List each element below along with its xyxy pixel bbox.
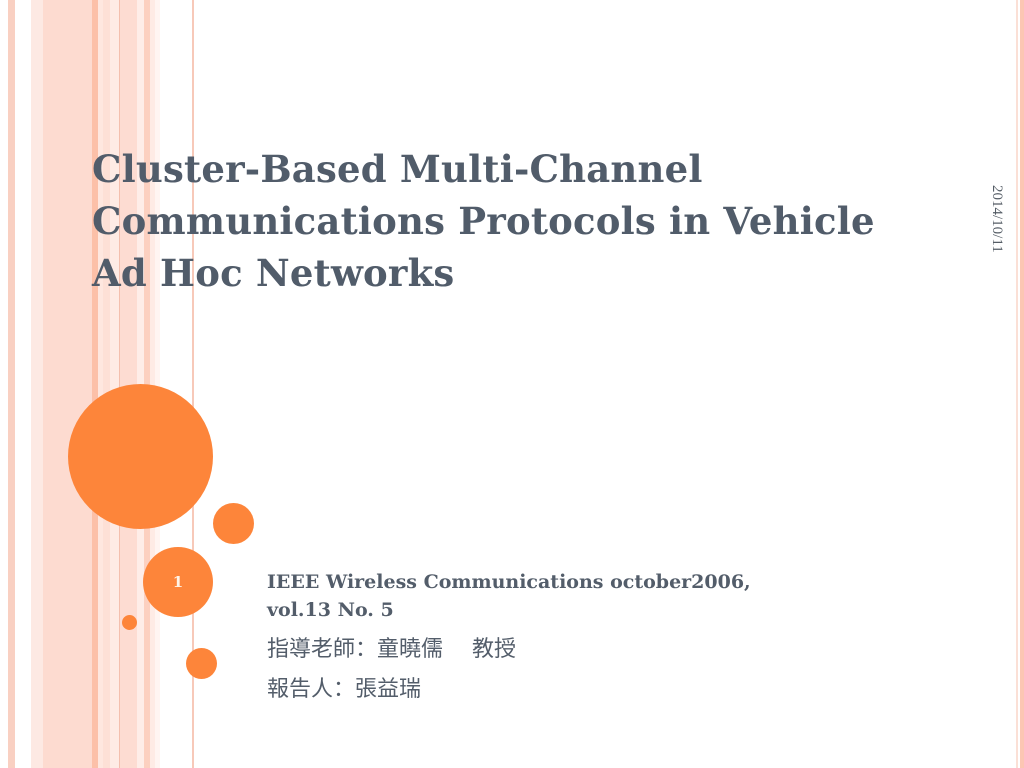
decorative-circle-tiny [122,615,137,630]
stripe [92,0,98,768]
stripe [1020,0,1024,768]
slide-number-circle [143,547,213,617]
title-line: Communications Protocols in Vehicle [92,199,875,243]
decorative-circle-small [186,648,217,679]
slide-subtitle: IEEE Wireless Communications october2006… [267,568,907,710]
source-line: IEEE Wireless Communications october2006… [267,571,751,593]
slide-title: Cluster-Based Multi-Channel Communicatio… [92,143,952,299]
stripe [119,0,120,768]
publication-source: IEEE Wireless Communications october2006… [267,568,907,624]
stripe [31,0,43,768]
stripe [155,0,160,768]
stripe [1016,0,1018,768]
decorative-circle-medium [213,503,254,544]
stripe [103,0,110,768]
slide-date: 2014/10/11 [989,185,1005,253]
presenter-line: 報告人：張益瑞 [267,677,422,702]
stripe [110,0,119,768]
title-line: Ad Hoc Networks [92,251,455,295]
decorative-circle-large [68,384,213,529]
stripe [8,0,15,768]
advisor-line: 指導老師：童曉儒 教授 [267,637,516,662]
stripe [192,0,194,768]
stripe [98,0,103,768]
title-line: Cluster-Based Multi-Channel [92,147,703,191]
stripe [43,0,92,768]
source-line: vol.13 No. 5 [267,599,394,621]
slide-number: 1 [172,573,184,591]
